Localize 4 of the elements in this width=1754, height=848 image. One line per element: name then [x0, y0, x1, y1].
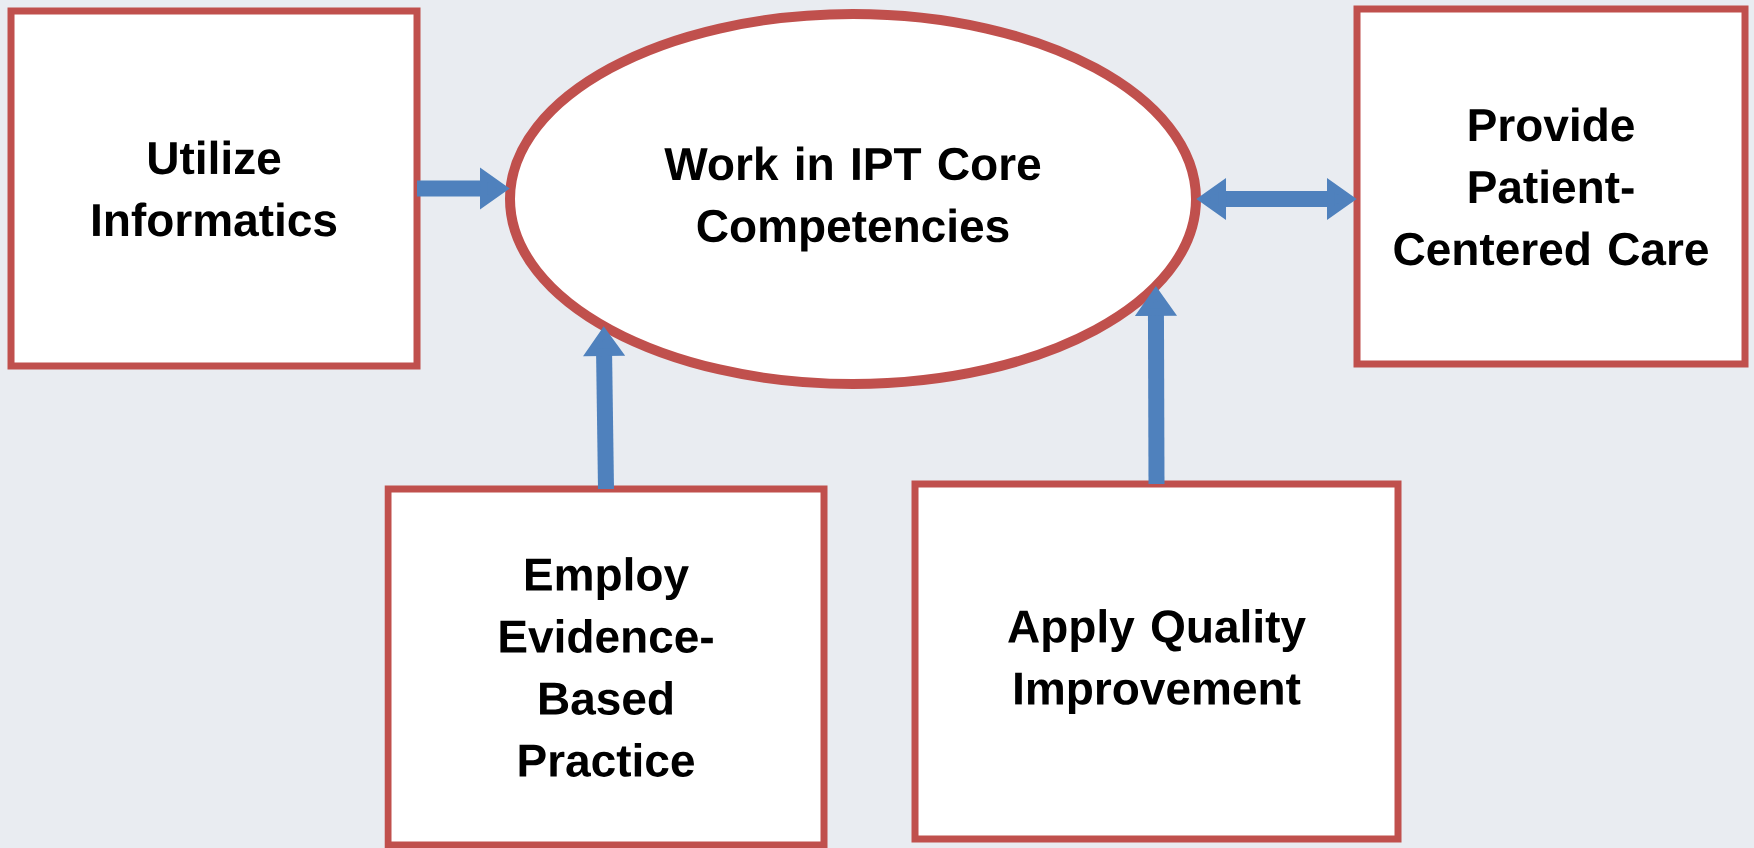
- skill-box: Utilize Informatics: [7, 7, 421, 370]
- skill-box: Employ Evidence-Based Practice: [384, 485, 828, 848]
- skill-box: Apply Quality Improvement: [911, 480, 1402, 843]
- skill-box: Provide Patient-Centered Care: [1353, 5, 1749, 368]
